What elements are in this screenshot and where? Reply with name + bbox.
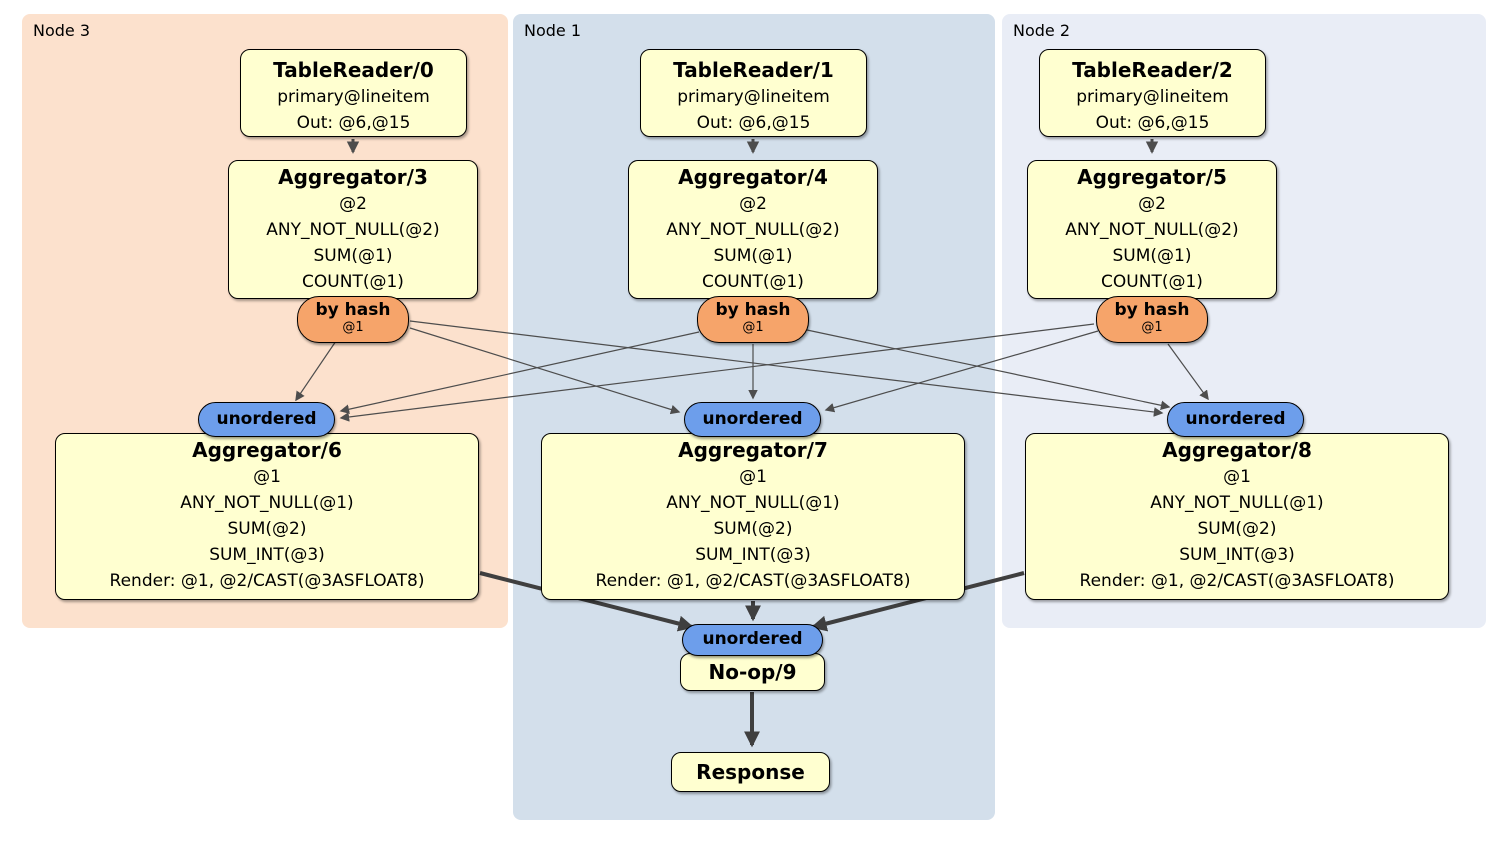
- processor-detail: SUM_INT(@3): [209, 545, 325, 565]
- processor-detail: @1: [739, 467, 767, 487]
- sync-label: unordered: [702, 629, 803, 649]
- processor-detail: SUM(@1): [1112, 246, 1192, 266]
- processor-noop-9: No-op/9: [680, 653, 825, 691]
- processor-title: Aggregator/5: [1077, 165, 1227, 189]
- node-group-label: Node 2: [1013, 21, 1071, 40]
- edge: [806, 329, 1171, 410]
- processor-detail: @1: [253, 467, 281, 487]
- processor-detail: SUM(@2): [713, 519, 793, 539]
- processor-title: Aggregator/3: [278, 165, 428, 189]
- node-group-label: Node 3: [33, 21, 91, 40]
- processor-tablereader-2: TableReader/2 primary@lineitem Out: @6,@…: [1039, 49, 1266, 137]
- processor-detail: Out: @6,@15: [1095, 113, 1210, 133]
- processor-title: Aggregator/6: [192, 438, 342, 462]
- edge: [339, 323, 1095, 422]
- sync-unordered-2: unordered: [1167, 402, 1304, 437]
- processor-tablereader-1: TableReader/1 primary@lineitem Out: @6,@…: [640, 49, 867, 137]
- router-label: by hash: [1114, 300, 1190, 320]
- processor-detail: Render: @1, @2/CAST(@3ASFLOAT8): [595, 571, 911, 591]
- processor-detail: primary@lineitem: [677, 87, 830, 107]
- processor-detail: Render: @1, @2/CAST(@3ASFLOAT8): [109, 571, 425, 591]
- router-by-hash-0: by hash @1: [297, 296, 409, 343]
- edge: [1167, 343, 1209, 401]
- processor-detail: COUNT(@1): [302, 272, 404, 292]
- edge: [810, 571, 1025, 632]
- sync-unordered-1: unordered: [684, 402, 821, 437]
- edge: [409, 320, 1164, 417]
- processor-aggregator-4: Aggregator/4 @2 ANY_NOT_NULL(@2) SUM(@1)…: [628, 160, 878, 299]
- processor-title: TableReader/1: [673, 58, 834, 82]
- edge: [295, 340, 337, 402]
- processor-detail: @1: [1223, 467, 1251, 487]
- processor-detail: ANY_NOT_NULL(@1): [666, 493, 840, 513]
- processor-detail: ANY_NOT_NULL(@2): [266, 220, 440, 240]
- processor-aggregator-6: Aggregator/6 @1 ANY_NOT_NULL(@1) SUM(@2)…: [55, 433, 479, 600]
- processor-title: Aggregator/8: [1162, 438, 1312, 462]
- processor-detail: ANY_NOT_NULL(@1): [180, 493, 354, 513]
- processor-detail: ANY_NOT_NULL(@2): [666, 220, 840, 240]
- router-label: by hash: [315, 300, 391, 320]
- edge: [409, 327, 681, 415]
- processor-detail: Out: @6,@15: [696, 113, 811, 133]
- processor-aggregator-5: Aggregator/5 @2 ANY_NOT_NULL(@2) SUM(@1)…: [1027, 160, 1277, 299]
- processor-detail: SUM(@1): [313, 246, 393, 266]
- sync-unordered-0: unordered: [198, 402, 335, 437]
- router-detail: @1: [342, 320, 364, 335]
- node-group-label: Node 1: [524, 21, 582, 40]
- edge: [479, 571, 695, 632]
- router-detail: @1: [1141, 320, 1163, 335]
- processor-aggregator-8: Aggregator/8 @1 ANY_NOT_NULL(@1) SUM(@2)…: [1025, 433, 1449, 600]
- processor-title: Aggregator/4: [678, 165, 828, 189]
- edge: [824, 330, 1099, 413]
- processor-title: TableReader/2: [1072, 58, 1233, 82]
- processor-detail: ANY_NOT_NULL(@1): [1150, 493, 1324, 513]
- processor-detail: SUM(@1): [713, 246, 793, 266]
- sync-label: unordered: [702, 409, 803, 429]
- processor-detail: primary@lineitem: [277, 87, 430, 107]
- processor-detail: COUNT(@1): [1101, 272, 1203, 292]
- processor-detail: Out: @6,@15: [296, 113, 411, 133]
- processor-tablereader-0: TableReader/0 primary@lineitem Out: @6,@…: [240, 49, 467, 137]
- sync-unordered-final: unordered: [682, 624, 823, 656]
- processor-detail: primary@lineitem: [1076, 87, 1229, 107]
- sync-label: unordered: [216, 409, 317, 429]
- sync-label: unordered: [1185, 409, 1286, 429]
- processor-detail: @2: [1138, 194, 1166, 214]
- router-by-hash-1: by hash @1: [697, 296, 809, 343]
- router-by-hash-2: by hash @1: [1096, 296, 1208, 343]
- processor-detail: SUM(@2): [227, 519, 307, 539]
- processor-title: Aggregator/7: [678, 438, 828, 462]
- processor-detail: SUM_INT(@3): [695, 545, 811, 565]
- router-label: by hash: [715, 300, 791, 320]
- processor-detail: ANY_NOT_NULL(@2): [1065, 220, 1239, 240]
- processor-detail: SUM(@2): [1197, 519, 1277, 539]
- edge: [339, 331, 700, 414]
- processor-aggregator-3: Aggregator/3 @2 ANY_NOT_NULL(@2) SUM(@1)…: [228, 160, 478, 299]
- processor-title: Response: [696, 760, 805, 784]
- processor-title: TableReader/0: [273, 58, 434, 82]
- processor-aggregator-7: Aggregator/7 @1 ANY_NOT_NULL(@1) SUM(@2)…: [541, 433, 965, 600]
- processor-detail: @2: [339, 194, 367, 214]
- processor-detail: Render: @1, @2/CAST(@3ASFLOAT8): [1079, 571, 1395, 591]
- processor-response: Response: [671, 752, 830, 792]
- processor-title: No-op/9: [708, 660, 797, 684]
- processor-detail: COUNT(@1): [702, 272, 804, 292]
- router-detail: @1: [742, 320, 764, 335]
- processor-detail: SUM_INT(@3): [1179, 545, 1295, 565]
- processor-detail: @2: [739, 194, 767, 214]
